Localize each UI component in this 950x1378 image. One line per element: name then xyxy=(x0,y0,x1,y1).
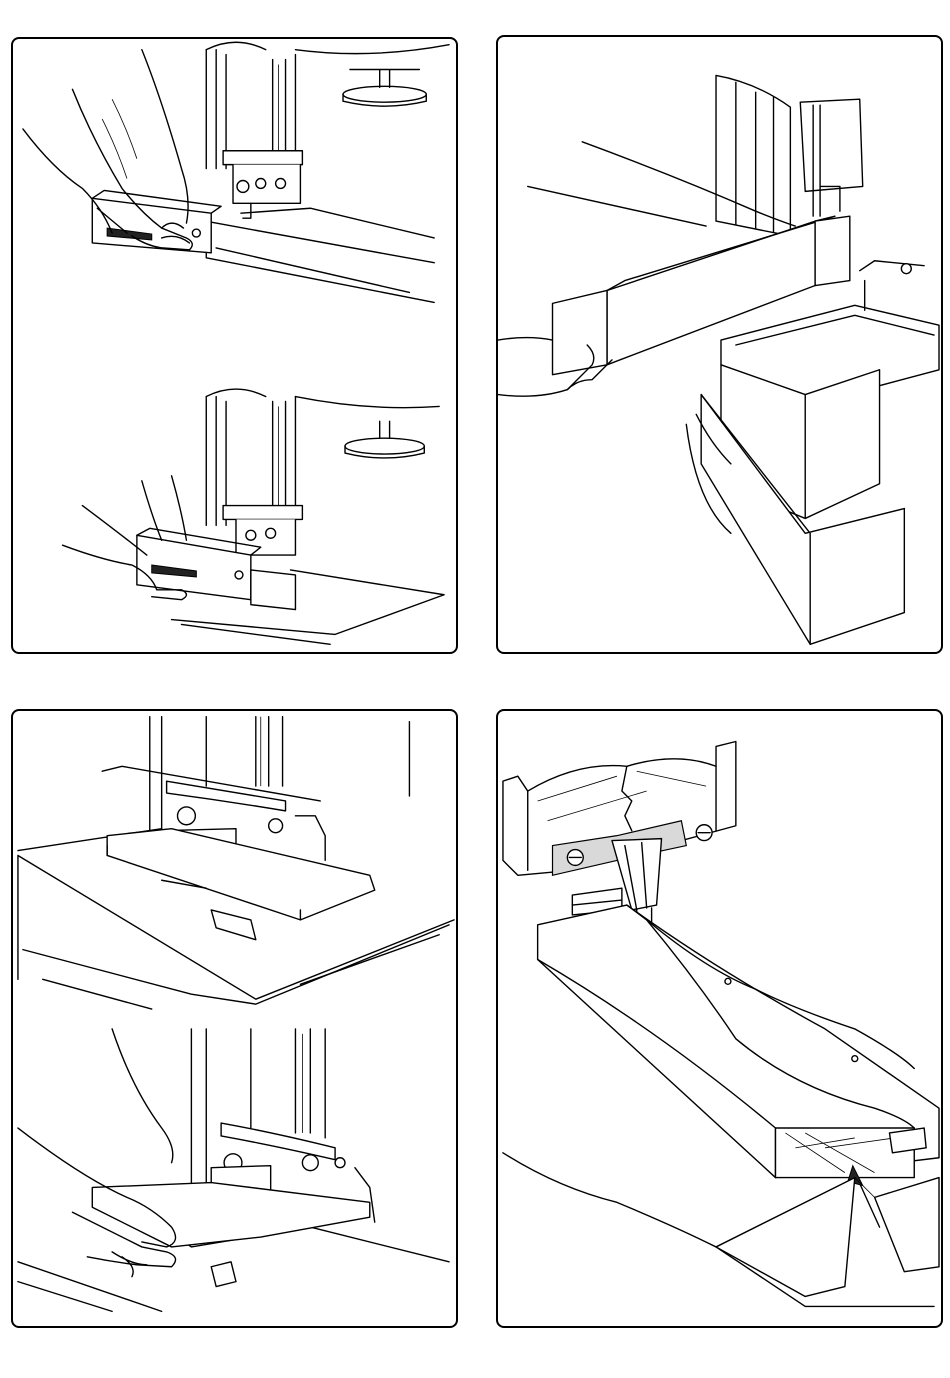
workpiece-upper xyxy=(107,829,375,940)
notch-cut-drawing xyxy=(13,711,456,1326)
workpiece-board xyxy=(538,905,939,1178)
bandsaw-column xyxy=(716,75,863,236)
curve-closeup-drawing xyxy=(498,711,941,1326)
bandsaw-column-lower xyxy=(206,389,439,555)
illustration-panel-fence-rip xyxy=(496,35,943,654)
illustration-panel-curve-closeup xyxy=(496,709,943,1328)
miter-gauge-upper xyxy=(92,190,221,252)
miter-crosscut-drawing xyxy=(13,39,456,652)
illustration-panel-miter-crosscut xyxy=(11,37,458,654)
bandsaw-column-upper xyxy=(206,42,449,218)
operator-hands-lower xyxy=(18,1029,176,1277)
saw-stand xyxy=(686,365,904,644)
workpiece-lower xyxy=(92,1183,369,1287)
fence-rip-drawing xyxy=(498,37,941,652)
illustration-panel-notch-cut xyxy=(11,709,458,1328)
